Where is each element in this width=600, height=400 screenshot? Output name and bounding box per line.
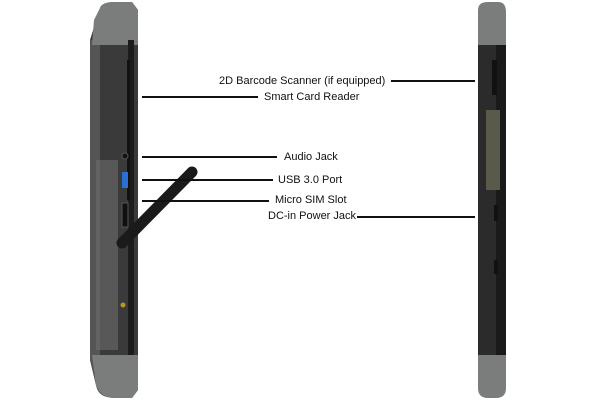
smart-card-slot	[127, 60, 130, 200]
usb-label: USB 3.0 Port	[278, 174, 343, 186]
smart-card-label: Smart Card Reader	[264, 91, 360, 103]
audio-leader-line	[142, 156, 277, 158]
dc-in-port	[494, 205, 498, 221]
vent-grille	[486, 110, 500, 190]
left-side-view	[90, 2, 198, 398]
usb-port	[122, 172, 128, 188]
right-side-view	[478, 2, 506, 398]
audio-jack-port	[121, 152, 129, 160]
barcode-leader-line	[391, 80, 475, 82]
sim-label: Micro SIM Slot	[275, 194, 347, 206]
screw	[120, 302, 126, 308]
barcode-label: 2D Barcode Scanner (if equipped)	[219, 75, 386, 87]
top-bumper	[92, 2, 138, 45]
barcode-window	[492, 60, 497, 95]
dc-leader-line	[357, 216, 475, 218]
dc-label: DC-in Power Jack	[268, 210, 357, 222]
stylus	[116, 166, 198, 249]
usb-leader-line	[142, 179, 273, 181]
sim-slot	[121, 202, 129, 228]
smart-card-leader-line	[142, 96, 258, 98]
bottom-bumper	[92, 355, 138, 398]
sim-leader-line	[142, 200, 269, 202]
audio-label: Audio Jack	[284, 151, 338, 163]
